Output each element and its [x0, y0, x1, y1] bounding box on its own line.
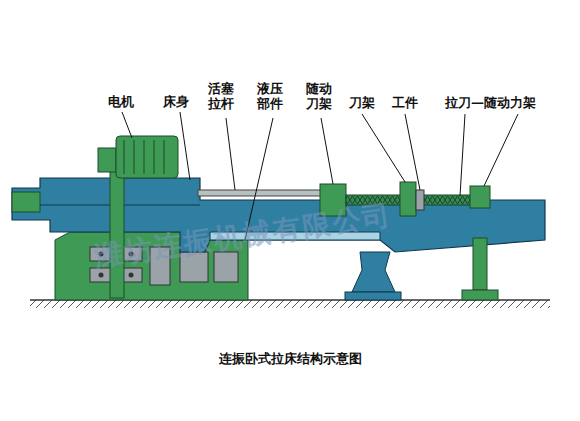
- follower-support-head: [470, 186, 490, 208]
- pedestal-foot: [345, 292, 401, 300]
- motor-fins: [124, 140, 164, 174]
- workpiece: [416, 190, 424, 210]
- hydraulic-cylinder-end: [12, 192, 40, 212]
- part-label: 电机: [108, 95, 134, 110]
- part-label: 拉刀—随动力架: [445, 96, 536, 111]
- follower-support-post: [473, 238, 487, 290]
- part-label: 工件: [392, 96, 418, 111]
- follower-support-base: [462, 290, 498, 300]
- part-label: 床身: [163, 95, 189, 110]
- motor-end: [98, 148, 116, 172]
- caption: 连振卧式拉床结构示意图: [219, 350, 362, 368]
- motor: [116, 136, 178, 178]
- part-label: 活塞 拉杆: [207, 82, 234, 112]
- piston-rod: [198, 190, 322, 196]
- tool-holder: [400, 182, 416, 216]
- pedestal: [352, 252, 395, 292]
- part-label: 随动 刀架: [305, 82, 332, 112]
- part-label: 液压 部件: [256, 82, 283, 112]
- ground-hatch: [30, 300, 550, 308]
- part-label: 刀架: [349, 96, 375, 111]
